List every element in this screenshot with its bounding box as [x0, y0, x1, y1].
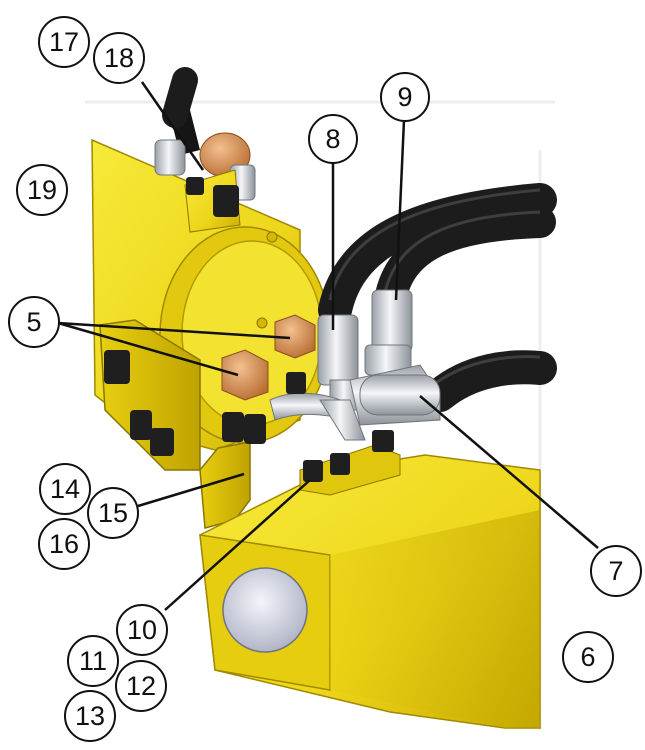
callout-17: 17 — [38, 16, 90, 68]
callout-19: 19 — [16, 164, 68, 216]
svg-text:5: 5 — [26, 307, 41, 337]
callout-15: 15 — [87, 487, 139, 539]
callout-7: 7 — [590, 545, 642, 597]
svg-text:18: 18 — [104, 43, 134, 73]
nut-icon — [221, 349, 269, 401]
svg-text:7: 7 — [608, 556, 623, 586]
bolt-icon — [186, 177, 204, 195]
copper-nuts — [221, 314, 316, 444]
hose-fittings — [269, 289, 441, 441]
bolt-icon — [372, 430, 394, 452]
callout-5: 5 — [8, 296, 60, 348]
svg-text:10: 10 — [127, 615, 157, 645]
bolt-icon — [104, 350, 130, 384]
bolt-icon — [330, 453, 350, 475]
callout-18: 18 — [93, 32, 145, 84]
mounting-block — [299, 430, 401, 496]
svg-text:9: 9 — [397, 82, 412, 112]
bolt-icon — [150, 428, 174, 456]
bolt-icon — [130, 410, 152, 440]
svg-text:17: 17 — [49, 27, 79, 57]
svg-text:8: 8 — [325, 124, 340, 154]
bolt-icon — [244, 414, 266, 444]
lower-yellow-beam — [199, 454, 541, 729]
svg-text:16: 16 — [49, 529, 79, 559]
svg-text:13: 13 — [75, 701, 105, 731]
bolt-icon — [213, 185, 239, 217]
svg-text:15: 15 — [98, 498, 128, 528]
callout-8: 8 — [308, 114, 358, 164]
callout-12: 12 — [115, 660, 167, 712]
callout-10: 10 — [116, 604, 168, 656]
svg-text:14: 14 — [50, 474, 80, 504]
callout-11: 11 — [67, 635, 119, 687]
bolt-icon — [286, 372, 306, 394]
svg-text:12: 12 — [126, 671, 156, 701]
svg-text:6: 6 — [580, 642, 595, 672]
svg-text:19: 19 — [27, 175, 57, 205]
bolt-icon — [303, 460, 323, 482]
callout-16: 16 — [38, 518, 90, 570]
svg-text:11: 11 — [79, 646, 107, 676]
bolt-icon — [222, 412, 244, 442]
leader-lines — [57, 81, 599, 611]
callout-13: 13 — [64, 690, 116, 742]
callout-6: 6 — [562, 631, 614, 683]
hose-highlights — [328, 188, 541, 385]
callout-14: 14 — [39, 463, 91, 515]
nut-icon — [274, 314, 316, 359]
callout-9: 9 — [380, 72, 430, 122]
